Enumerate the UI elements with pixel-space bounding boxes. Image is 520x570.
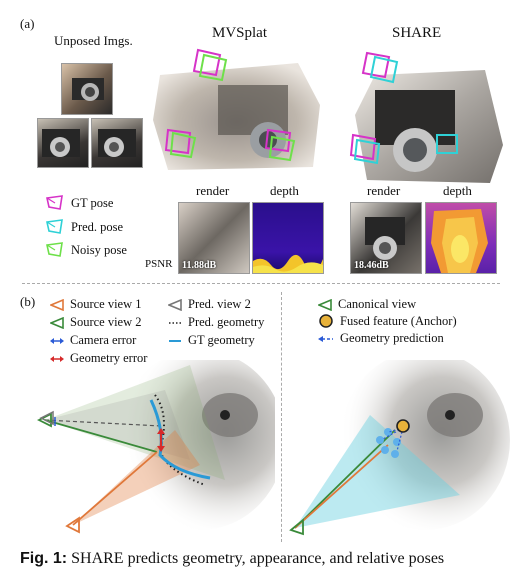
legend-gt-pose: GT pose bbox=[45, 195, 113, 211]
pose-frustum-icon bbox=[46, 242, 63, 257]
share-reconstruction bbox=[345, 45, 505, 185]
mvsplat-psnr-value: 11.88dB bbox=[182, 260, 217, 271]
legend-gt-geometry: GT geometry bbox=[168, 333, 255, 348]
panel-b-divider bbox=[281, 292, 282, 542]
solid-line-icon bbox=[169, 339, 181, 342]
legend-source-view-2: Source view 2 bbox=[50, 315, 142, 330]
legend-noisy-pose-label: Noisy pose bbox=[71, 242, 127, 257]
unposed-images-title: Unposed Imgs. bbox=[54, 33, 133, 48]
legend-geometry-prediction-label: Geometry prediction bbox=[340, 331, 444, 345]
pose-frustum-icon bbox=[46, 219, 63, 234]
triangle-camera-icon bbox=[168, 298, 182, 311]
caption-prefix: Fig. 1: bbox=[20, 550, 68, 567]
mvsplat-column-title: MVSplat bbox=[212, 25, 268, 41]
share-geometry-illustration bbox=[285, 350, 510, 545]
dotted-line-icon bbox=[169, 321, 181, 324]
legend-camera-error-label: Camera error bbox=[70, 333, 137, 347]
legend-geometry-error-label: Geometry error bbox=[70, 351, 148, 365]
share-render-label: render bbox=[367, 183, 401, 198]
legend-canonical-view: Canonical view bbox=[318, 297, 416, 312]
share-depth-image bbox=[425, 202, 497, 274]
legend-pred-pose: Pred. pose bbox=[45, 219, 123, 235]
caption-text: SHARE predicts geometry, appearance, and… bbox=[71, 550, 445, 567]
panel-b-label: (b) bbox=[20, 294, 36, 309]
mvsplat-depth-image bbox=[252, 202, 324, 274]
legend-gt-geometry-label: GT geometry bbox=[188, 333, 255, 347]
triangle-camera-icon bbox=[50, 298, 64, 311]
camera-photo-icon bbox=[98, 129, 136, 157]
panel-a-label: (a) bbox=[20, 16, 35, 31]
legend-geometry-prediction: Geometry prediction bbox=[318, 331, 444, 346]
share-render-image: 18.46dB bbox=[350, 202, 422, 274]
legend-fused-feature: Fused feature (Anchor) bbox=[318, 313, 457, 329]
camera-photo-icon bbox=[72, 78, 104, 101]
pose-frustum-icon bbox=[46, 195, 63, 210]
input-image-3 bbox=[91, 118, 143, 168]
legend-noisy-pose: Noisy pose bbox=[45, 242, 127, 258]
triangle-camera-icon bbox=[318, 298, 332, 311]
input-image-1 bbox=[61, 63, 113, 115]
baseline-geometry-illustration bbox=[25, 350, 285, 545]
legend-source-view-2-label: Source view 2 bbox=[70, 315, 142, 329]
legend-fused-feature-label: Fused feature (Anchor) bbox=[340, 313, 457, 328]
psnr-label: PSNR bbox=[145, 258, 173, 270]
mvsplat-reconstruction bbox=[148, 45, 323, 175]
double-arrow-icon bbox=[50, 355, 64, 362]
legend-gt-pose-label: GT pose bbox=[71, 195, 114, 210]
share-psnr-value: 18.46dB bbox=[354, 260, 389, 271]
triangle-camera-icon bbox=[50, 316, 64, 329]
legend-source-view-1-label: Source view 1 bbox=[70, 297, 142, 311]
anchor-dot-icon bbox=[319, 314, 333, 328]
legend-pred-view-2-label: Pred. view 2 bbox=[188, 297, 251, 311]
mvsplat-render-label: render bbox=[196, 183, 230, 198]
legend-pred-view-2: Pred. view 2 bbox=[168, 297, 251, 312]
dashed-arrow-icon bbox=[318, 335, 333, 342]
mvsplat-depth-label: depth bbox=[270, 183, 299, 198]
input-image-2 bbox=[37, 118, 89, 168]
legend-source-view-1: Source view 1 bbox=[50, 297, 142, 312]
camera-photo-icon bbox=[42, 129, 80, 157]
legend-canonical-view-label: Canonical view bbox=[338, 297, 417, 311]
legend-pred-geometry: Pred. geometry bbox=[168, 315, 264, 330]
figure-caption: Fig. 1: SHARE predicts geometry, appeara… bbox=[20, 550, 444, 568]
section-divider bbox=[22, 283, 500, 284]
mvsplat-render-image: 11.88dB bbox=[178, 202, 250, 274]
share-depth-label: depth bbox=[443, 183, 472, 198]
legend-pred-geometry-label: Pred. geometry bbox=[188, 315, 265, 329]
share-column-title: SHARE bbox=[392, 25, 442, 41]
legend-geometry-error: Geometry error bbox=[50, 351, 147, 366]
double-arrow-icon bbox=[50, 337, 64, 344]
legend-camera-error: Camera error bbox=[50, 333, 136, 348]
legend-pred-pose-label: Pred. pose bbox=[71, 219, 124, 234]
